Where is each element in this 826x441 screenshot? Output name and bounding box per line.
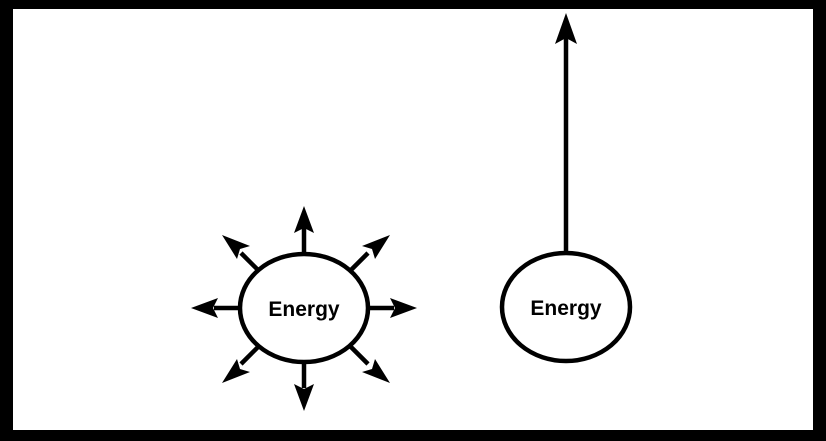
arrow-down-right	[345, 341, 390, 383]
energy-circle-directed	[499, 250, 633, 364]
arrow-up-left	[222, 235, 264, 276]
energy-circle-radiating	[237, 251, 371, 365]
arrow-up-long	[555, 13, 577, 256]
arrow-down-left	[222, 341, 264, 383]
arrow-down	[294, 358, 314, 411]
arrow-left	[191, 298, 242, 318]
directed-energy-group: Energy	[499, 13, 633, 364]
arrow-right	[366, 298, 417, 318]
arrow-up	[294, 206, 314, 258]
arrow-up-right	[345, 235, 390, 276]
radiating-energy-group: Energy	[191, 206, 417, 411]
energy-label-directed: Energy	[530, 297, 602, 320]
energy-label-radiating: Energy	[268, 298, 340, 321]
